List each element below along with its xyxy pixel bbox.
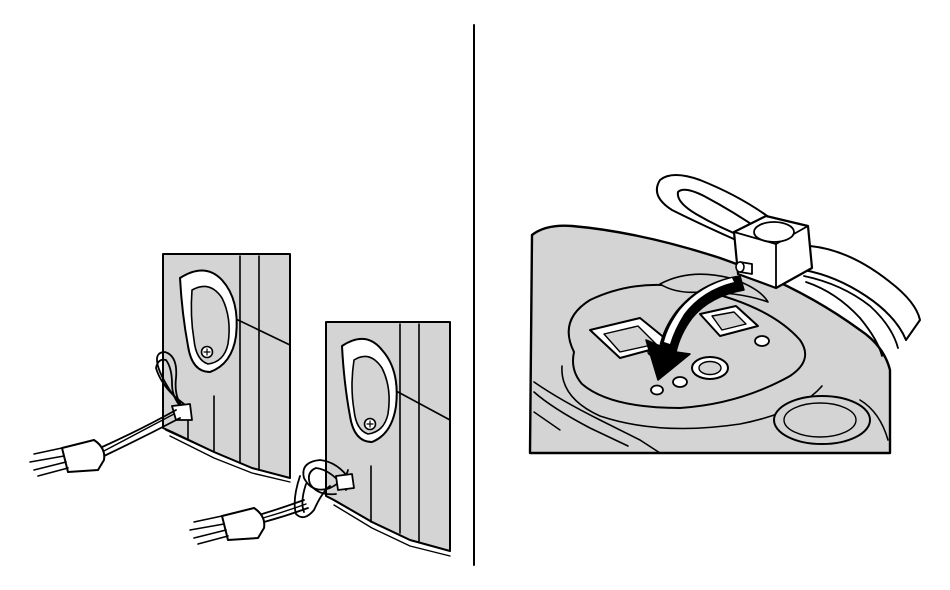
strap-end-cap-a <box>62 440 104 472</box>
camera-side-b <box>326 322 450 556</box>
camera-side-a <box>163 254 290 482</box>
shutter-button <box>692 357 728 379</box>
right-panel <box>530 175 920 453</box>
left-panel <box>30 254 450 556</box>
small-button <box>755 336 769 346</box>
small-button <box>673 377 687 387</box>
strap-end-cap-b <box>222 508 264 540</box>
small-button <box>651 386 663 395</box>
